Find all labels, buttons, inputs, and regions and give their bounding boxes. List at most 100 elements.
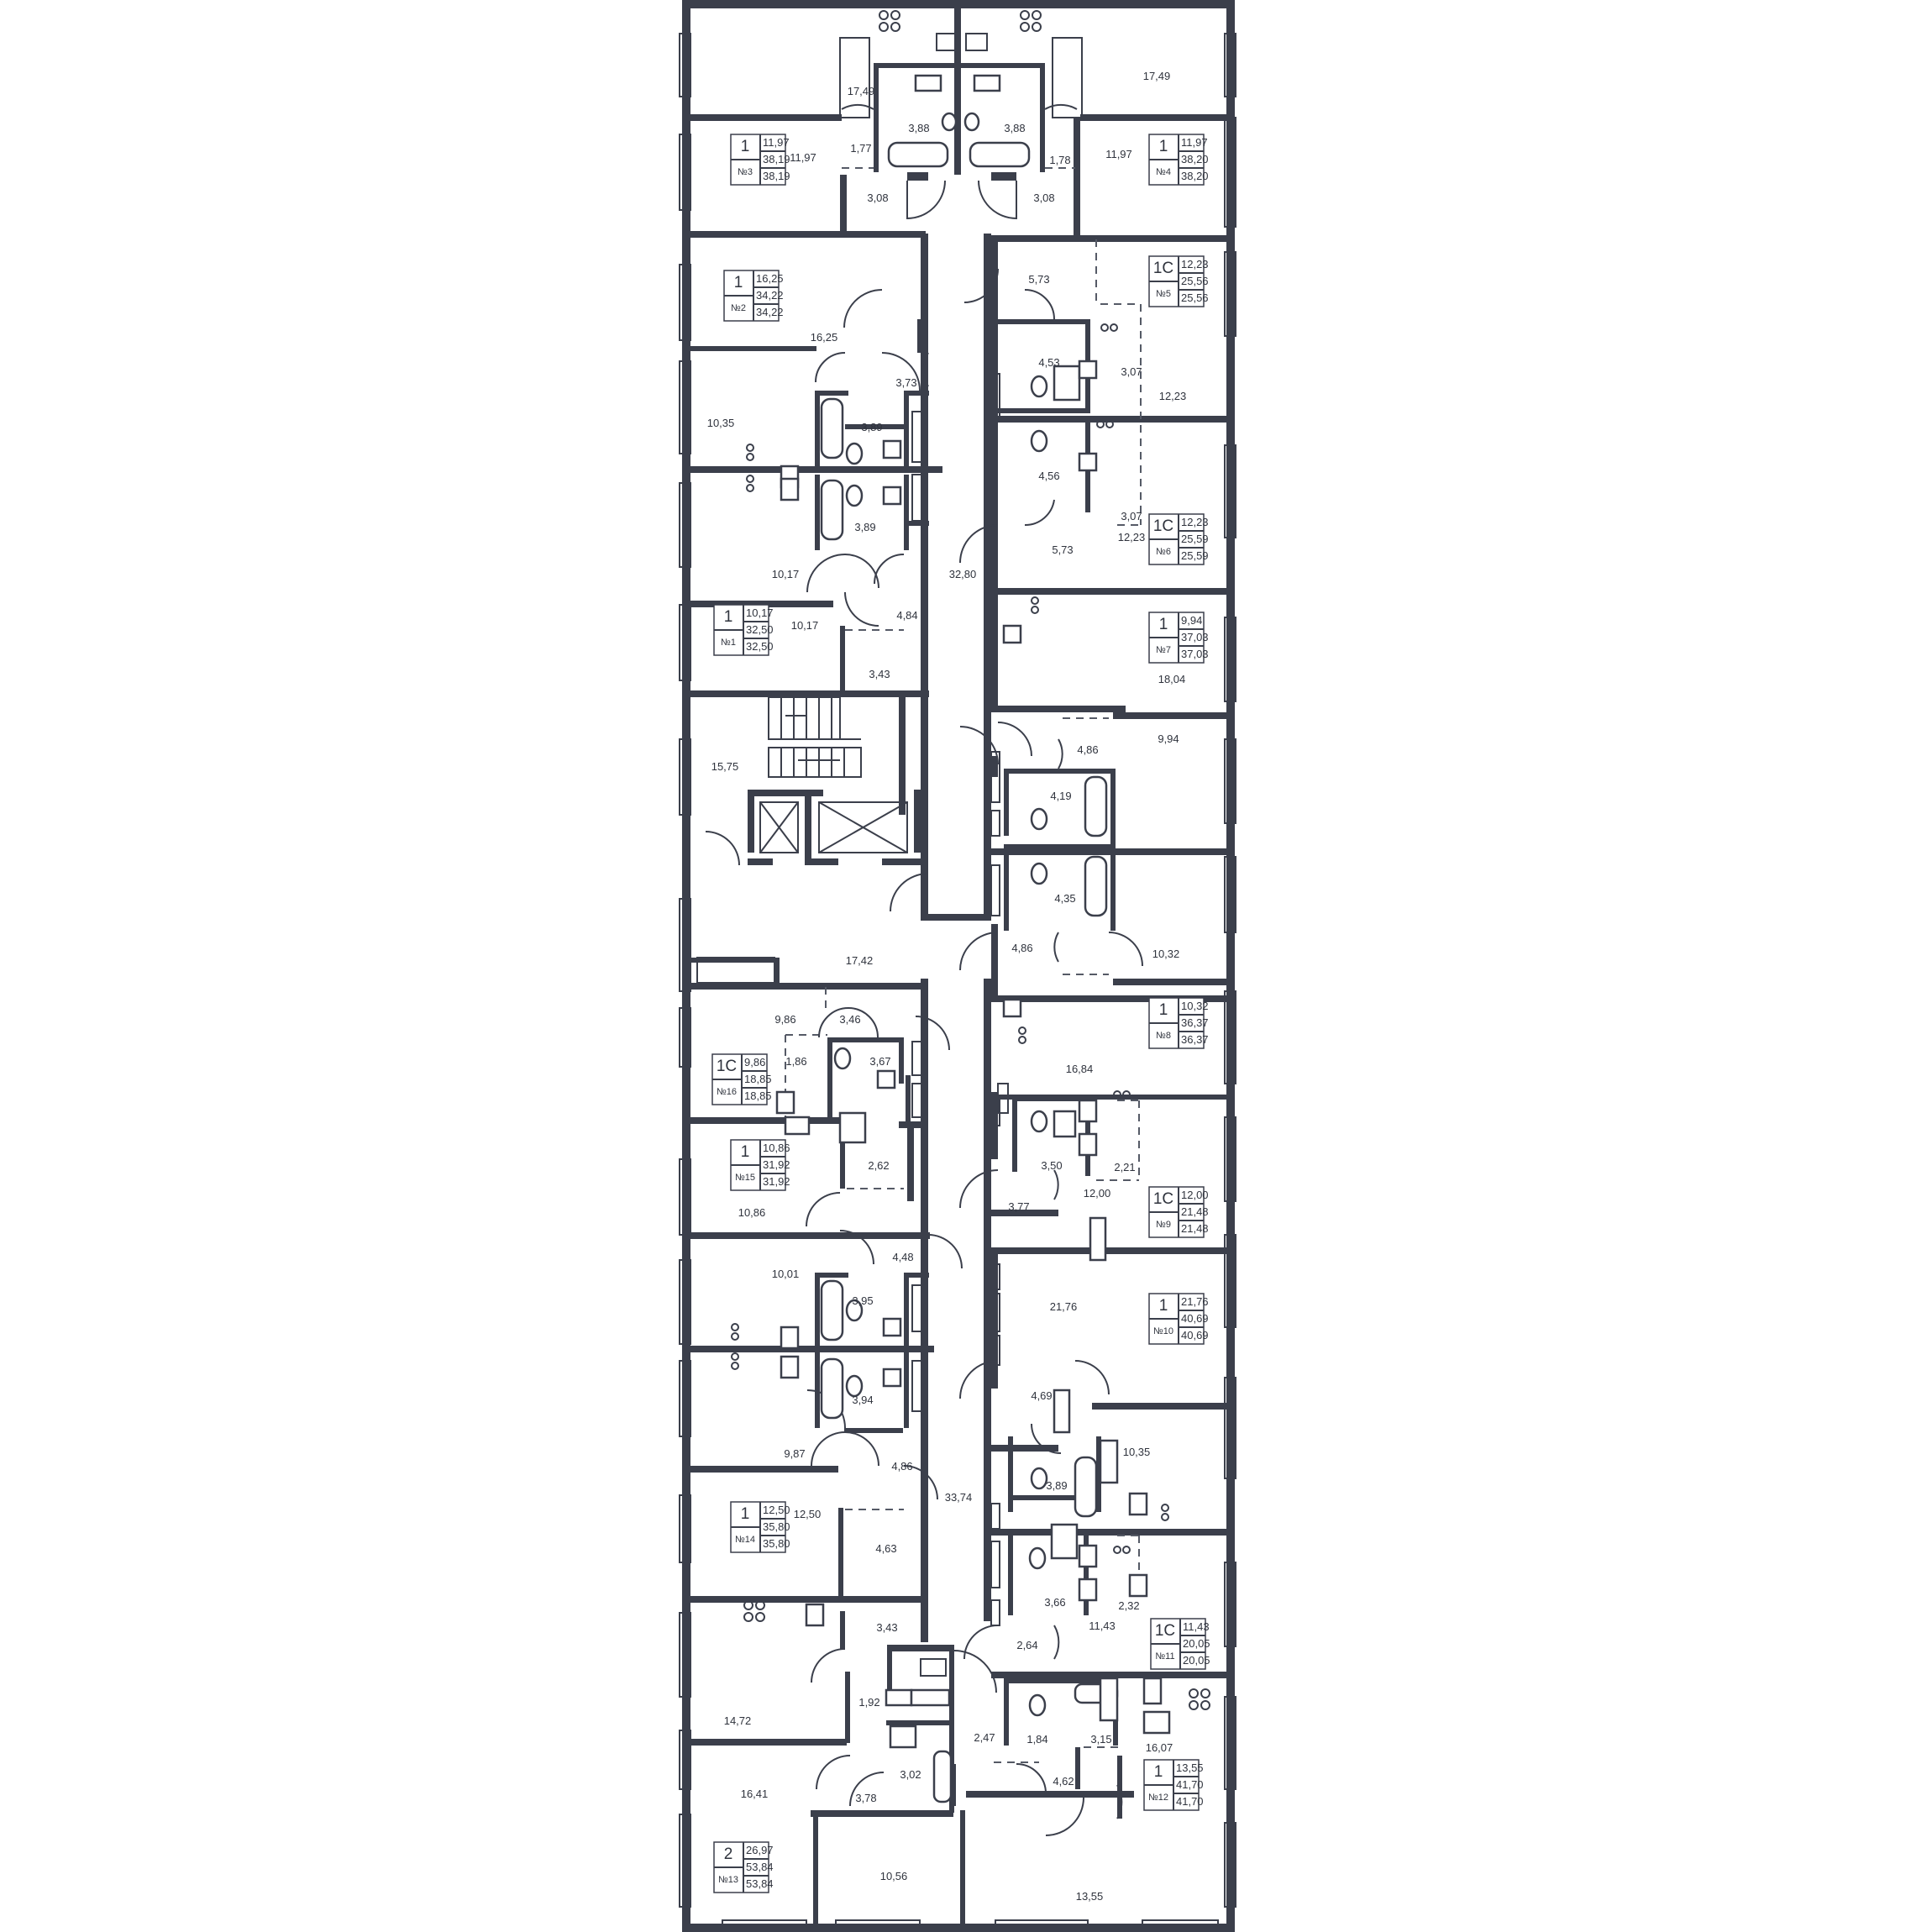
doors [705,103,1143,1836]
room-area: 3,67 [869,1055,890,1068]
apartment-total-area: 38,19 [763,153,790,165]
apartment-living-area: 21,76 [1181,1295,1209,1308]
room-area: 17,49 [1143,70,1171,82]
apartment-number: №8 [1156,1031,1171,1041]
room-area: 4,35 [1054,892,1075,905]
room-area: 4,69 [1031,1389,1052,1402]
room-area: 11,97 [1105,148,1132,160]
apartment-number: №9 [1156,1220,1171,1230]
room-area: 33,74 [945,1491,973,1504]
apartment-total-area: 38,20 [1181,153,1209,165]
room-area: 3,73 [895,376,916,389]
apartment-total-area-2: 18,85 [744,1089,772,1102]
apartment-number: №14 [735,1535,755,1545]
room-area: 4,63 [875,1542,896,1555]
apartment-total-area: 25,56 [1181,275,1209,287]
apartment-number: №6 [1156,547,1171,557]
apartment-rooms: 1 [724,608,733,626]
apartment-rooms: 1 [1159,1297,1168,1315]
room-area: 4,86 [1077,743,1098,756]
room-area: 3,15 [1090,1733,1111,1746]
fixtures [775,74,1171,1803]
apartment-living-area: 13,55 [1176,1761,1204,1774]
room-area: 10,86 [738,1206,766,1219]
apartment-total-area-2: 25,59 [1181,549,1209,562]
stoves [731,10,1210,1710]
apartment-number: №5 [1156,289,1171,299]
room-area: 18,04 [1158,673,1186,685]
room-area: 3,78 [855,1792,876,1804]
apartment-living-area: 10,32 [1181,1000,1209,1012]
apartment-number: №16 [717,1087,737,1097]
room-area: 4,56 [1038,470,1059,482]
apartment-total-area-2: 38,20 [1181,170,1209,182]
room-area: 3,89 [1046,1479,1067,1492]
room-area: 5,73 [1052,543,1073,556]
apartment-total-area: 20,05 [1183,1637,1210,1650]
apartment-total-area: 40,69 [1181,1312,1209,1325]
room-area: 3,50 [1041,1159,1062,1172]
room-area: 10,56 [880,1870,908,1882]
room-area: 3,89 [854,521,875,533]
apartment-total-area-2: 36,37 [1181,1033,1209,1046]
apartment-living-area: 9,94 [1181,614,1202,627]
room-area: 10,32 [1152,948,1180,960]
room-area: 3,02 [900,1768,921,1781]
room-area: 3,46 [839,1013,860,1026]
apartment-card: 1С 12,23 25,56 25,56 №5 [1148,255,1209,307]
apartment-living-area: 12,50 [763,1504,790,1516]
room-area: 16,41 [741,1788,769,1800]
room-area: 14,72 [724,1714,752,1727]
room-area: 2,32 [1118,1599,1139,1612]
room-area: 12,00 [1084,1187,1111,1200]
room-area: 9,94 [1158,732,1179,745]
apartment-living-area: 10,86 [763,1142,790,1154]
apartment-card: 1 9,94 37,03 37,03 №7 [1148,612,1209,664]
apartment-card: 2 26,97 53,84 53,84 №13 [713,1841,774,1893]
apartment-rooms: 1 [741,1505,750,1523]
apartment-card: 1 10,32 36,37 36,37 №8 [1148,997,1209,1049]
room-area: 3,66 [1044,1596,1065,1609]
apartment-total-area-2: 40,69 [1181,1329,1209,1341]
room-area: 3,89 [861,421,882,433]
apartment-living-area: 11,97 [1181,136,1208,149]
apartment-total-area-2: 35,80 [763,1537,790,1550]
room-area: 3,08 [1033,192,1054,204]
room-area: 3,95 [852,1294,873,1307]
apartment-total-area-2: 37,03 [1181,648,1209,660]
apartment-total-area-2: 34,22 [756,306,784,318]
apartment-rooms: 1С [1153,260,1173,277]
room-area: 9,87 [784,1447,805,1460]
apartment-card: 1С 11,43 20,05 20,05 №11 [1150,1618,1210,1670]
room-area: 12,23 [1159,390,1187,402]
apartment-total-area: 21,48 [1181,1205,1209,1218]
room-area: 4,19 [1050,790,1071,802]
apartment-total-area: 32,50 [746,623,774,636]
apartment-total-area-2: 21,48 [1181,1222,1209,1235]
apartment-total-area: 18,85 [744,1073,772,1085]
apartment-cards: 1 11,97 38,19 38,19 №3 1 11,97 38,20 38,… [711,134,1210,1893]
room-area: 3,43 [869,668,890,680]
room-area: 2,47 [974,1731,995,1744]
room-area: 16,07 [1146,1741,1173,1754]
apartment-number: №10 [1153,1326,1173,1336]
room-area: 1,78 [1049,154,1070,166]
apartment-living-area: 26,97 [746,1844,774,1856]
apartment-total-area-2: 25,56 [1181,291,1209,304]
room-area: 16,25 [811,331,838,344]
room-area: 3,88 [908,122,929,134]
room-area: 4,62 [1053,1775,1074,1788]
room-area: 16,84 [1066,1063,1094,1075]
apartment-card: 1 12,50 35,80 35,80 №14 [730,1501,790,1553]
apartment-rooms: 1С [1153,1190,1173,1208]
apartment-rooms: 1С [1153,517,1173,535]
apartment-living-area: 11,97 [763,136,790,149]
room-area: 15,75 [711,760,739,773]
apartment-living-area: 9,86 [744,1056,765,1068]
apartment-number: №1 [721,638,736,648]
room-area: 1,77 [850,142,871,155]
apartment-total-area: 25,59 [1181,533,1209,545]
apartment-living-area: 12,00 [1181,1189,1209,1201]
